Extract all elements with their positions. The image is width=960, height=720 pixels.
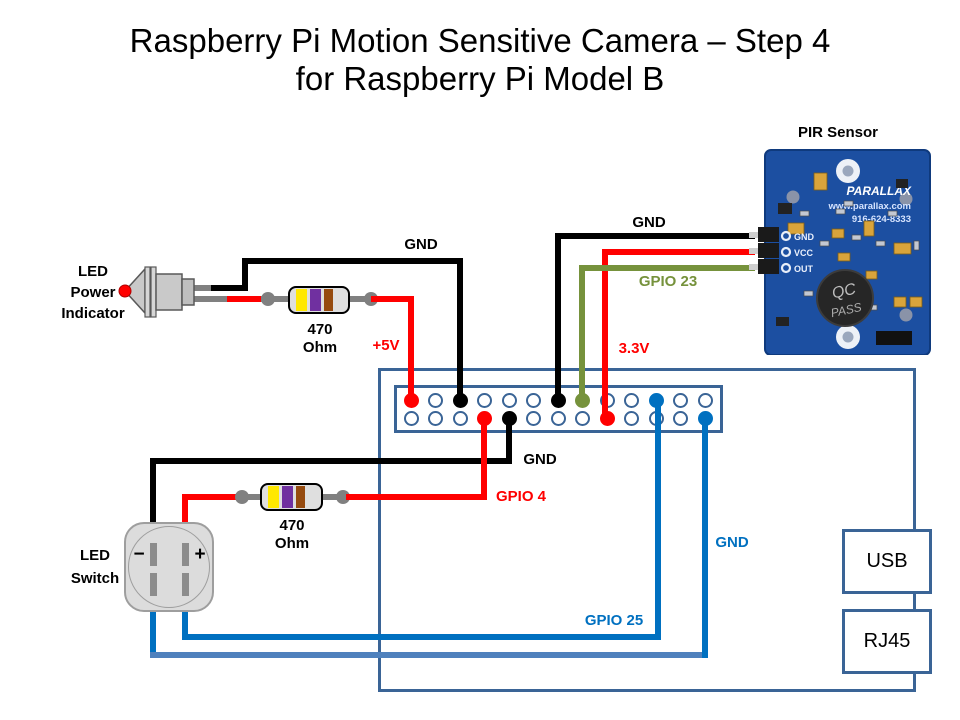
header-pin (550, 410, 566, 426)
gnd-switch-label: GND (523, 451, 557, 468)
wire-r2-lead-right (316, 494, 350, 500)
wire-gnd-blue-v1 (150, 595, 156, 658)
usb-port-label: USB (866, 550, 908, 572)
wire-gnd-led-v (457, 258, 463, 400)
wire-gnd-led-h (242, 258, 463, 264)
pir-connector (749, 227, 779, 274)
wire-gnd-switch-v1 (150, 458, 156, 546)
wire-gnd-pir-h (555, 233, 755, 239)
pir-pin-label-gnd: GND (794, 232, 815, 242)
qc-pass-sticker (816, 269, 874, 327)
plus-sign: + (194, 544, 206, 565)
ferrule-dot (235, 490, 249, 504)
pir-pin-label-vcc: VCC (794, 248, 814, 258)
header-pin (526, 410, 541, 426)
wire-33v-v (602, 249, 608, 418)
wire-led-lead-top (193, 285, 213, 291)
pir-sensor-label: PIR Sensor (797, 124, 879, 141)
wire-gnd-led-stub (211, 285, 248, 291)
wire-5v-seg1 (227, 296, 263, 302)
led-switch-pin-gpio25 (182, 573, 189, 596)
wire-gpio23-h (579, 265, 755, 271)
wire-gpio25-h (182, 634, 661, 640)
header-pin (697, 392, 713, 408)
wire-gpio4-h1 (182, 494, 241, 500)
wire-33v-h (602, 249, 755, 255)
pass-text: PASS (829, 300, 862, 320)
pir-brand-text: PARALLAX (847, 184, 912, 198)
minus-sign: − (133, 544, 145, 565)
led-switch-pin-plus (182, 543, 189, 566)
resistor-band-brown (324, 289, 333, 311)
header-pin (477, 392, 492, 408)
led-switch-label: LED Switch (70, 547, 120, 587)
header-pin (673, 410, 688, 426)
resistor-band-yellow (268, 486, 279, 508)
led-switch-bezel (128, 526, 210, 608)
ferrule-dot (261, 292, 275, 306)
resistor-band-violet (310, 289, 321, 311)
header-pin (673, 392, 688, 408)
wire-gnd-blue-h (150, 652, 708, 658)
gpio23-label: GPIO 23 (638, 273, 698, 290)
pir-sensor-board: PARALLAX www.parallax.com 916-624-8333 (749, 149, 931, 355)
header-pin (452, 410, 468, 426)
header-pin (575, 410, 590, 426)
header-pin (428, 410, 443, 426)
wire-gnd-led-riser (242, 258, 248, 291)
pir-url-text: www.parallax.com (827, 201, 911, 212)
wire-gpio4-h2 (346, 494, 487, 500)
wire-r1-lead-left (261, 296, 293, 302)
led-switch-pin-gnd (150, 573, 157, 596)
resistor-band-brown (296, 486, 305, 508)
wire-gnd-pir-v (555, 233, 561, 400)
wire-gpio25-v2 (655, 398, 661, 640)
resistor-band-yellow (296, 289, 307, 311)
wire-gnd-switch-v2 (506, 418, 512, 464)
header-pin (403, 410, 419, 426)
resistor2-value-label: 470 Ohm (274, 517, 310, 552)
led-indicator-label: LED Power Indicator (61, 263, 125, 322)
pir-ics (776, 179, 908, 326)
usb-port-box: USB (842, 529, 932, 594)
wire-gnd-blue-v2 (702, 418, 708, 658)
wire-5v-v (408, 296, 414, 400)
gnd-pir-label: GND (632, 214, 666, 231)
wire-gpio25-v1 (182, 595, 188, 640)
pir-capacitors (787, 172, 923, 308)
led-power-indicator-graphic (118, 266, 195, 318)
header-pin (526, 392, 541, 408)
pir-phone-text: 916-624-8333 (852, 214, 911, 225)
wire-r1-lead-right (345, 296, 373, 302)
header-pin (501, 392, 517, 408)
header-pin (624, 410, 639, 426)
wire-gnd-switch-h (150, 458, 512, 464)
rj45-port-label: RJ45 (863, 630, 911, 652)
plus5v-label: +5V (372, 337, 400, 354)
wire-r2-lead-left (236, 494, 268, 500)
wire-gpio23-v (579, 265, 585, 400)
pir-jumper (876, 331, 912, 345)
ferrule-dot (336, 490, 350, 504)
resistor-band-violet (282, 486, 293, 508)
qc-text: QC (831, 281, 858, 303)
gnd-led-label: GND (404, 236, 438, 253)
rj45-port-box: RJ45 (842, 609, 932, 674)
page-title-line1: Raspberry Pi Motion Sensitive Camera – S… (129, 22, 831, 59)
header-pin (624, 392, 639, 408)
page-title-line2: for Raspberry Pi Model B (295, 60, 665, 97)
wire-gpio4-v1 (182, 494, 188, 546)
resistor1-value-label: 470 Ohm (302, 321, 338, 356)
gpio25-label: GPIO 25 (584, 612, 644, 629)
wire-5v-seg2 (371, 296, 414, 302)
pir-pin-label-out: OUT (794, 264, 814, 274)
led-switch-pin-minus (150, 543, 157, 566)
wire-led-lead-bottom (193, 296, 229, 302)
gnd-blue-label: GND (715, 534, 749, 551)
header-pin (428, 392, 443, 408)
v33-label: 3.3V (618, 340, 650, 357)
wire-gpio4-v2 (481, 418, 487, 500)
gpio4-label: GPIO 4 (495, 488, 547, 505)
